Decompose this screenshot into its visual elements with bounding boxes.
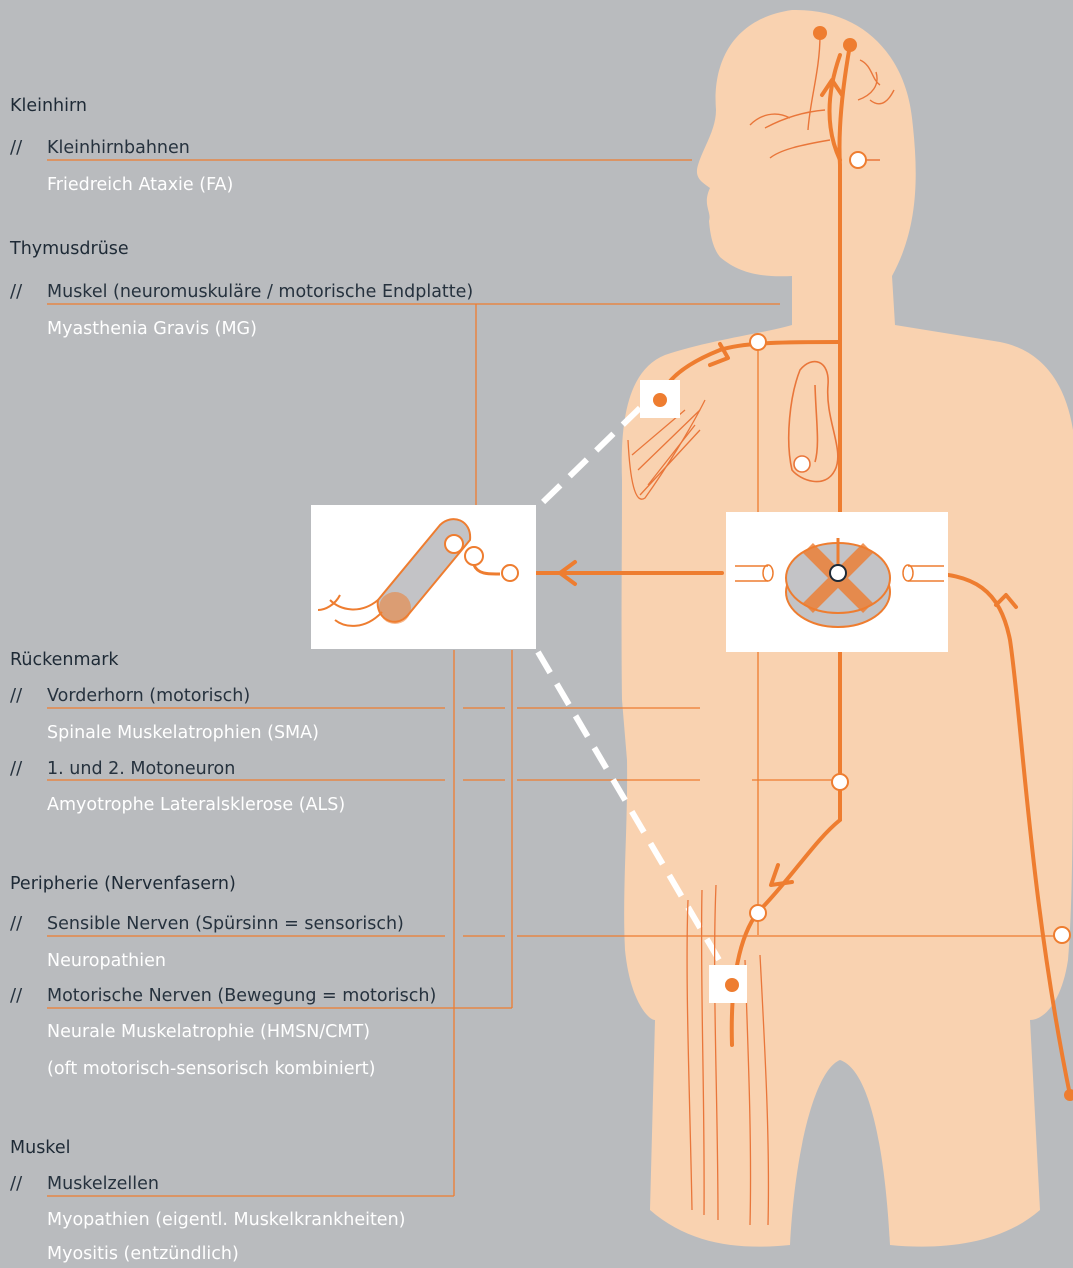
- slash-marker: //: [10, 758, 22, 780]
- disease-neuropathien: Neuropathien: [47, 950, 166, 972]
- item-motorische-nerven: Motorische Nerven (Bewegung = motorisch): [47, 985, 436, 1007]
- slash-marker: //: [10, 1173, 22, 1195]
- slash-marker: //: [10, 985, 22, 1007]
- inset-muscle-fiber: [311, 505, 536, 649]
- inset-spinal-cord: [726, 512, 948, 652]
- heading-thymusdruese: Thymusdrüse: [10, 238, 129, 260]
- slash-marker: //: [10, 137, 22, 159]
- item-vorderhorn: Vorderhorn (motorisch): [47, 685, 250, 707]
- item-muskelzellen: Muskelzellen: [47, 1173, 159, 1195]
- heading-muskel: Muskel: [10, 1137, 70, 1159]
- disease-hmsn-cmt: Neurale Muskelatrophie (HMSN/CMT): [47, 1021, 370, 1043]
- slash-marker: //: [10, 685, 22, 707]
- disease-fa: Friedreich Ataxie (FA): [47, 174, 233, 196]
- slash-marker: //: [10, 281, 22, 303]
- heading-peripherie: Peripherie (Nervenfasern): [10, 873, 236, 895]
- disease-mg: Myasthenia Gravis (MG): [47, 318, 257, 340]
- heading-rueckenmark: Rückenmark: [10, 649, 119, 671]
- item-kleinhirnbahnen: Kleinhirnbahnen: [47, 137, 190, 159]
- disease-sma: Spinale Muskelatrophien (SMA): [47, 722, 319, 744]
- disease-myopathien: Myopathien (eigentl. Muskelkrankheiten): [47, 1209, 406, 1231]
- heading-kleinhirn: Kleinhirn: [10, 95, 87, 117]
- disease-als: Amyotrophe Lateralsklerose (ALS): [47, 794, 345, 816]
- disease-myositis: Myositis (entzündlich): [47, 1243, 239, 1265]
- item-muskel-endplatte: Muskel (neuromuskuläre / motorische Endp…: [47, 281, 473, 303]
- item-motoneuron: 1. und 2. Motoneuron: [47, 758, 235, 780]
- item-sensible-nerven: Sensible Nerven (Spürsinn = sensorisch): [47, 913, 404, 935]
- disease-note-combined: (oft motorisch-sensorisch kombiniert): [47, 1058, 375, 1080]
- slash-marker: //: [10, 913, 22, 935]
